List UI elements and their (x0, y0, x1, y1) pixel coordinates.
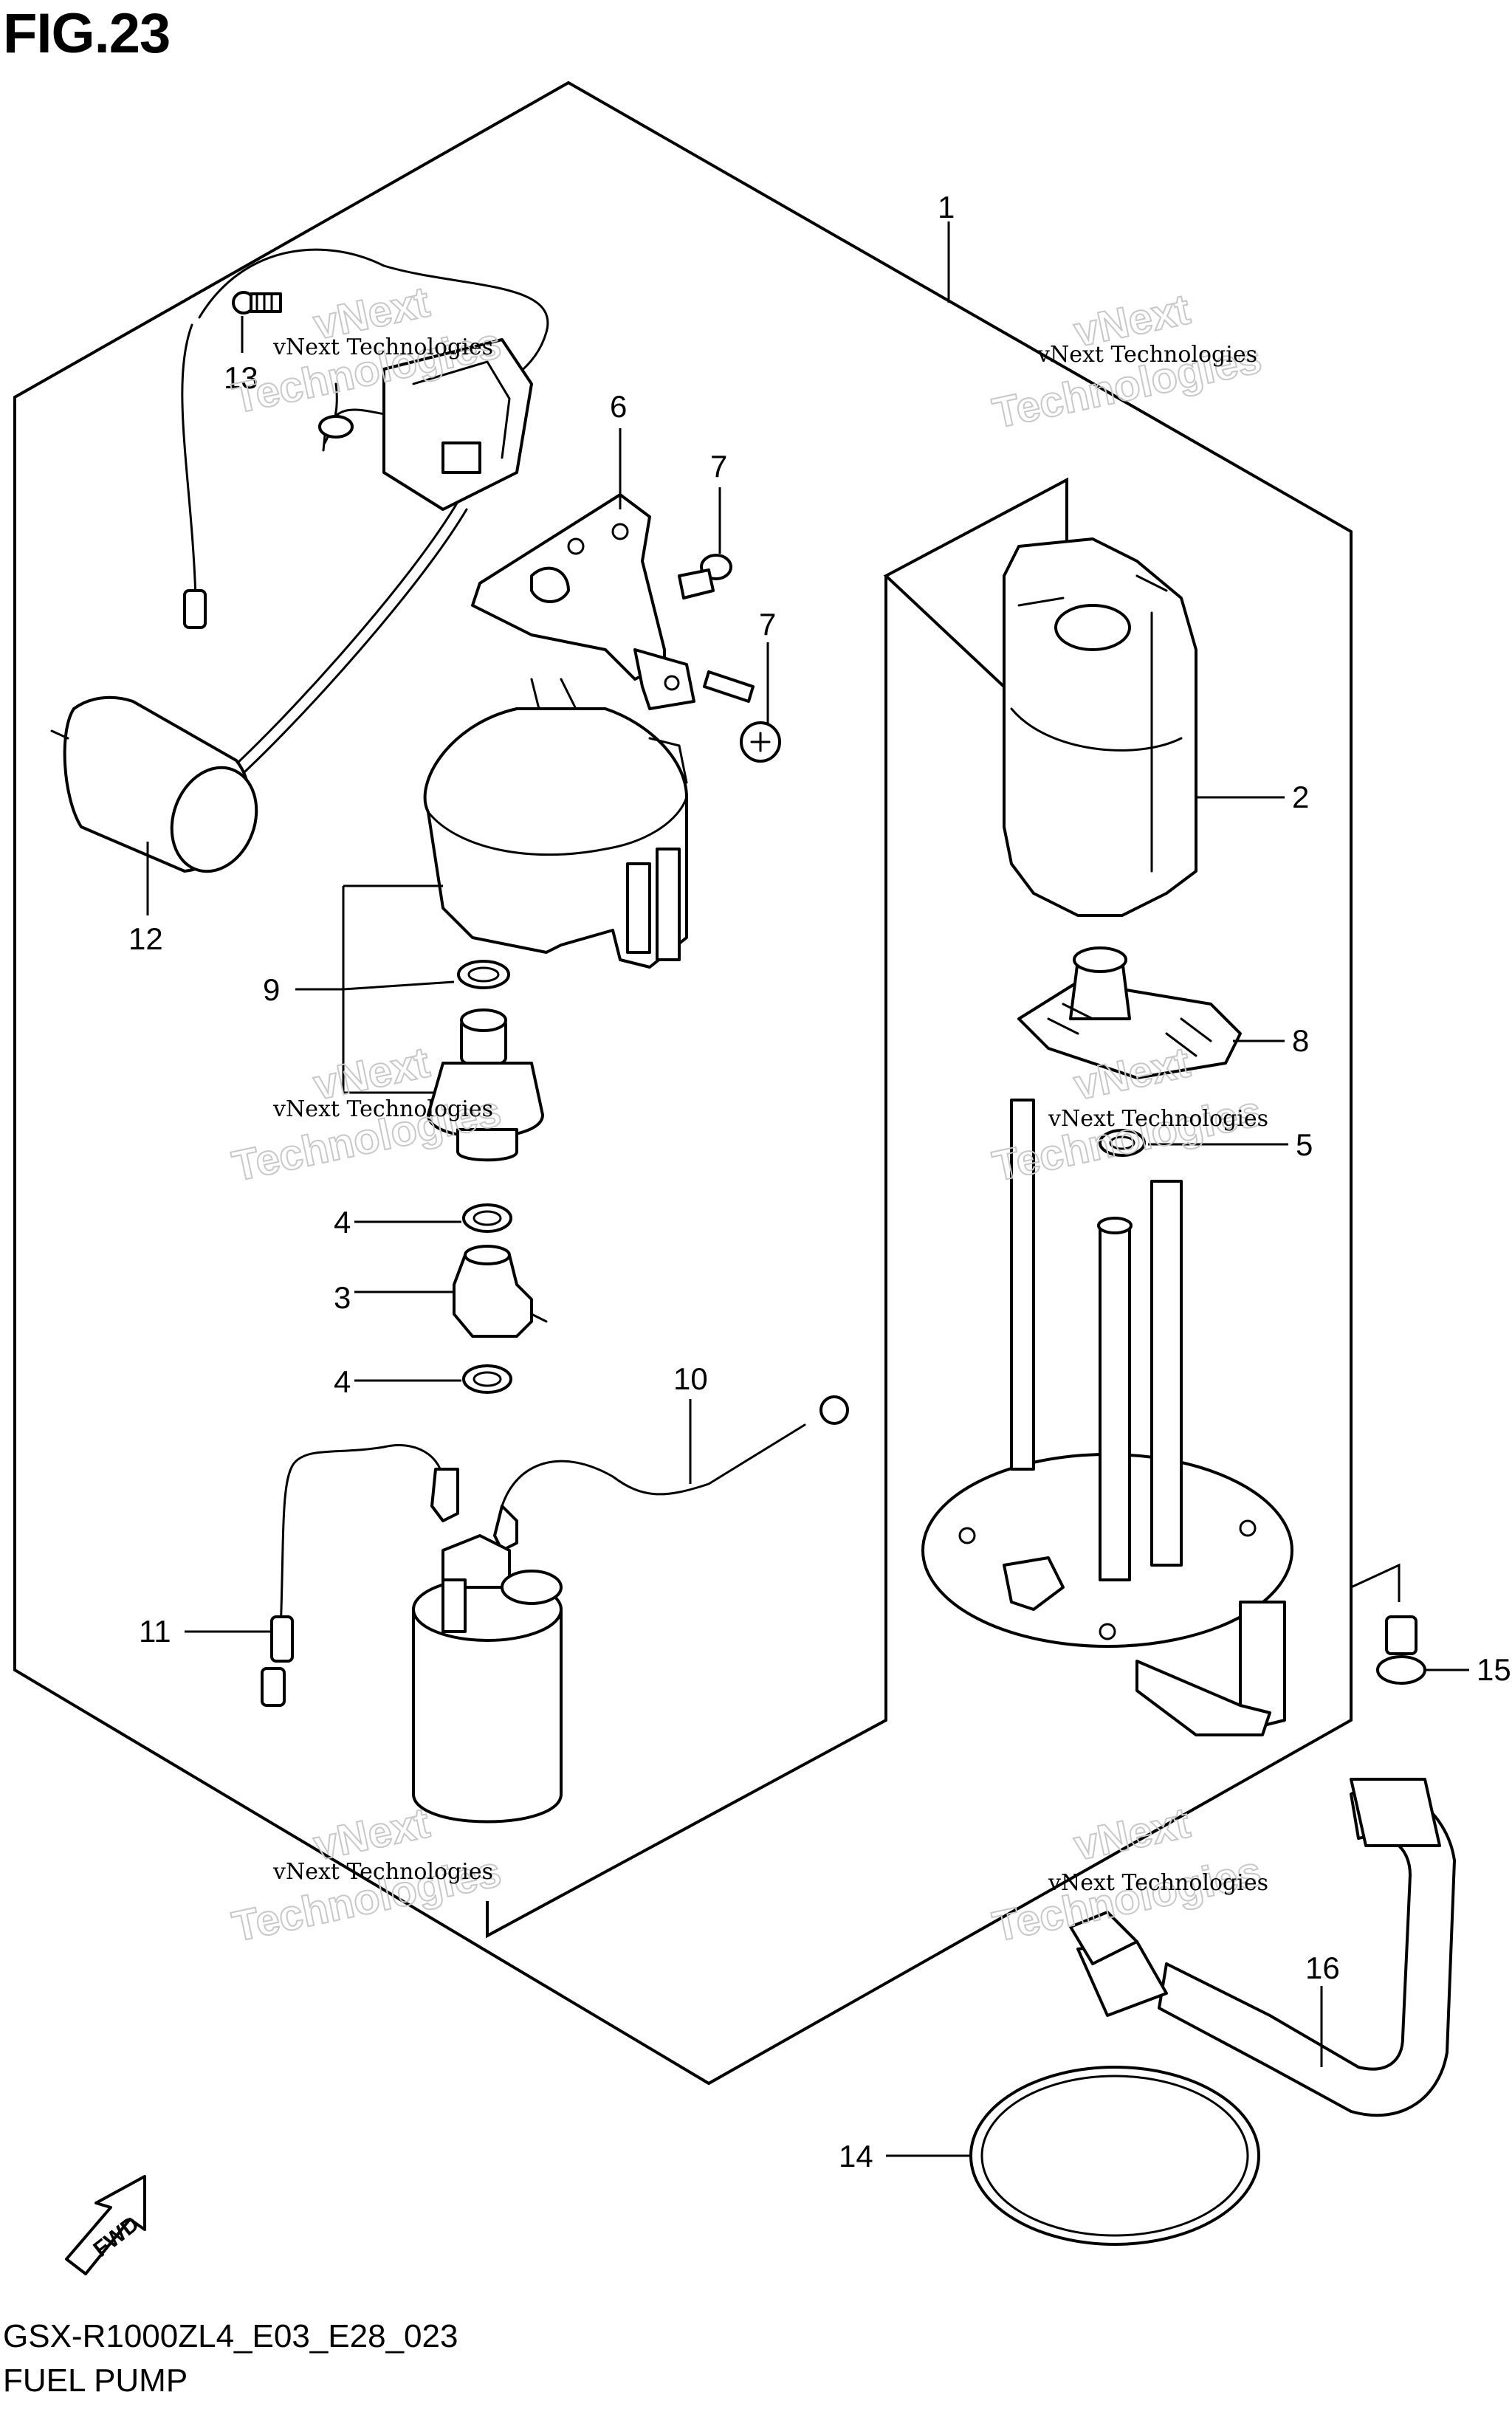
bolt-15 (1376, 1615, 1426, 1685)
watermark-1: Technologies vNext vNext Technologies (227, 277, 506, 423)
callout-7-lower: 7 (759, 607, 776, 642)
o-ring-4-lower (462, 1364, 512, 1394)
o-ring-9 (457, 960, 510, 989)
fuel-pump (412, 1534, 563, 1824)
screw-13 (232, 291, 282, 315)
callout-5: 5 (1296, 1127, 1313, 1162)
inner-frame-side (486, 576, 887, 1939)
level-sender (50, 248, 549, 873)
leader-15-frame (1350, 1563, 1401, 1602)
figure-name: FUEL PUMP (3, 2362, 188, 2399)
svg-text:vNext: vNext (1070, 1798, 1194, 1869)
filter-8 (1017, 946, 1242, 1079)
svg-text:vNext Technologies: vNext Technologies (1037, 342, 1257, 368)
svg-text:vNext Technologies: vNext Technologies (1048, 1870, 1268, 1896)
callout-4-lower: 4 (334, 1364, 351, 1399)
bracket-6 (471, 493, 695, 710)
callout-12: 12 (128, 921, 163, 956)
callout-2: 2 (1292, 780, 1309, 814)
callout-4-upper: 4 (334, 1205, 351, 1240)
callout-3: 3 (334, 1280, 351, 1315)
callout-1: 1 (938, 190, 955, 224)
callout-7-upper: 7 (710, 449, 727, 484)
regulator-case (423, 678, 688, 969)
screw-7-lower (703, 670, 781, 763)
assembly-frame (13, 80, 1353, 2086)
leader-9 (295, 884, 455, 1094)
callout-16: 16 (1305, 1951, 1340, 1985)
svg-text:vNext Technologies: vNext Technologies (1048, 1106, 1268, 1132)
pump-case-2 (1003, 537, 1197, 917)
callout-6: 6 (610, 389, 627, 424)
svg-text:vNext Technologies: vNext Technologies (272, 334, 493, 360)
callout-15: 15 (1477, 1652, 1511, 1687)
joint-3 (453, 1245, 548, 1338)
svg-text:vNext Technologies: vNext Technologies (272, 1096, 493, 1122)
watermark-2: Technologies vNext vNext Technologies (988, 284, 1266, 438)
hose-16 (1069, 1778, 1456, 2117)
screw-7-upper (678, 554, 732, 599)
callout-14: 14 (839, 2139, 873, 2173)
figure-title: FIG.23 (3, 2, 171, 65)
lead-wire-11 (261, 1443, 459, 1707)
callout-13: 13 (224, 360, 258, 395)
watermark-3: Technologies vNext vNext Technologies (227, 1037, 506, 1191)
pump-flange (921, 1099, 1293, 1736)
callout-11: 11 (139, 1614, 171, 1649)
lead-wire-10 (493, 1395, 849, 1552)
o-ring-14 (969, 2066, 1260, 2246)
callout-10: 10 (673, 1361, 708, 1396)
model-code: GSX-R1000ZL4_E03_E28_023 (3, 2318, 458, 2354)
o-ring-4-upper (462, 1203, 512, 1233)
fwd-arrow-icon: FWD (65, 2175, 146, 2275)
svg-text:vNext Technologies: vNext Technologies (272, 1859, 493, 1885)
callout-8: 8 (1292, 1023, 1309, 1058)
watermark-6: Technologies vNext vNext Technologies (988, 1798, 1268, 1951)
o-ring-5 (1099, 1129, 1146, 1157)
pressure-regulator (427, 1008, 544, 1162)
callout-9: 9 (263, 972, 280, 1007)
